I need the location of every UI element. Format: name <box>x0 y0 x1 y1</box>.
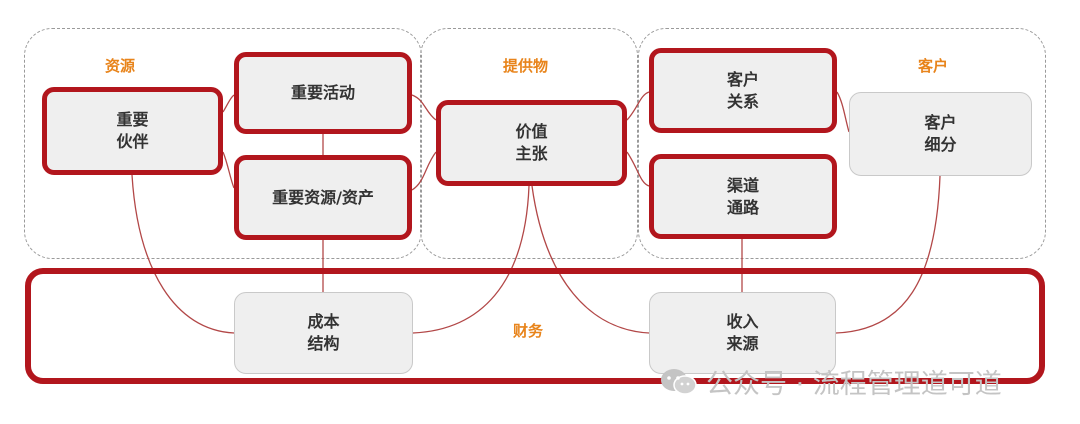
link-partners-resources <box>222 151 235 189</box>
revenue-streams-box: 收入 来源 <box>649 292 836 374</box>
link-value-relationships <box>626 91 650 121</box>
offer-label: 提供物 <box>503 57 549 75</box>
customer-group <box>638 28 1046 259</box>
link-value-channels <box>626 151 650 187</box>
link-value-revenue <box>531 185 650 334</box>
finance-label: 财务 <box>513 322 544 340</box>
finance-frame <box>25 268 1045 384</box>
link-relationships-segments <box>836 91 850 133</box>
value-proposition-box: 价值 主张 <box>436 100 627 186</box>
key-partners-box: 重要 伙伴 <box>42 87 223 175</box>
offer-group <box>420 28 638 259</box>
watermark-text: 公众号 · 流程管理道可道 <box>706 369 1002 400</box>
link-resources-value <box>411 151 437 191</box>
resources-label: 资源 <box>105 57 136 75</box>
link-value-cost <box>412 185 530 334</box>
customer-relationships-box: 客户 关系 <box>649 48 837 133</box>
channels-box: 渠道 通路 <box>649 154 837 239</box>
wechat-icon <box>661 368 697 395</box>
link-partners-activities <box>222 94 235 113</box>
link-segments-revenue <box>835 175 941 334</box>
link-partners-cost <box>131 174 235 334</box>
cost-structure-box: 成本 结构 <box>234 292 413 374</box>
key-resources-box: 重要资源/资产 <box>234 155 412 240</box>
key-activities-box: 重要活动 <box>234 52 412 134</box>
customer-segments-box: 客户 细分 <box>849 92 1032 176</box>
resources-group <box>24 28 422 259</box>
link-activities-value <box>411 94 437 121</box>
watermark: 公众号 · 流程管理道可道 <box>660 362 1002 401</box>
customer-label: 客户 <box>918 57 949 75</box>
